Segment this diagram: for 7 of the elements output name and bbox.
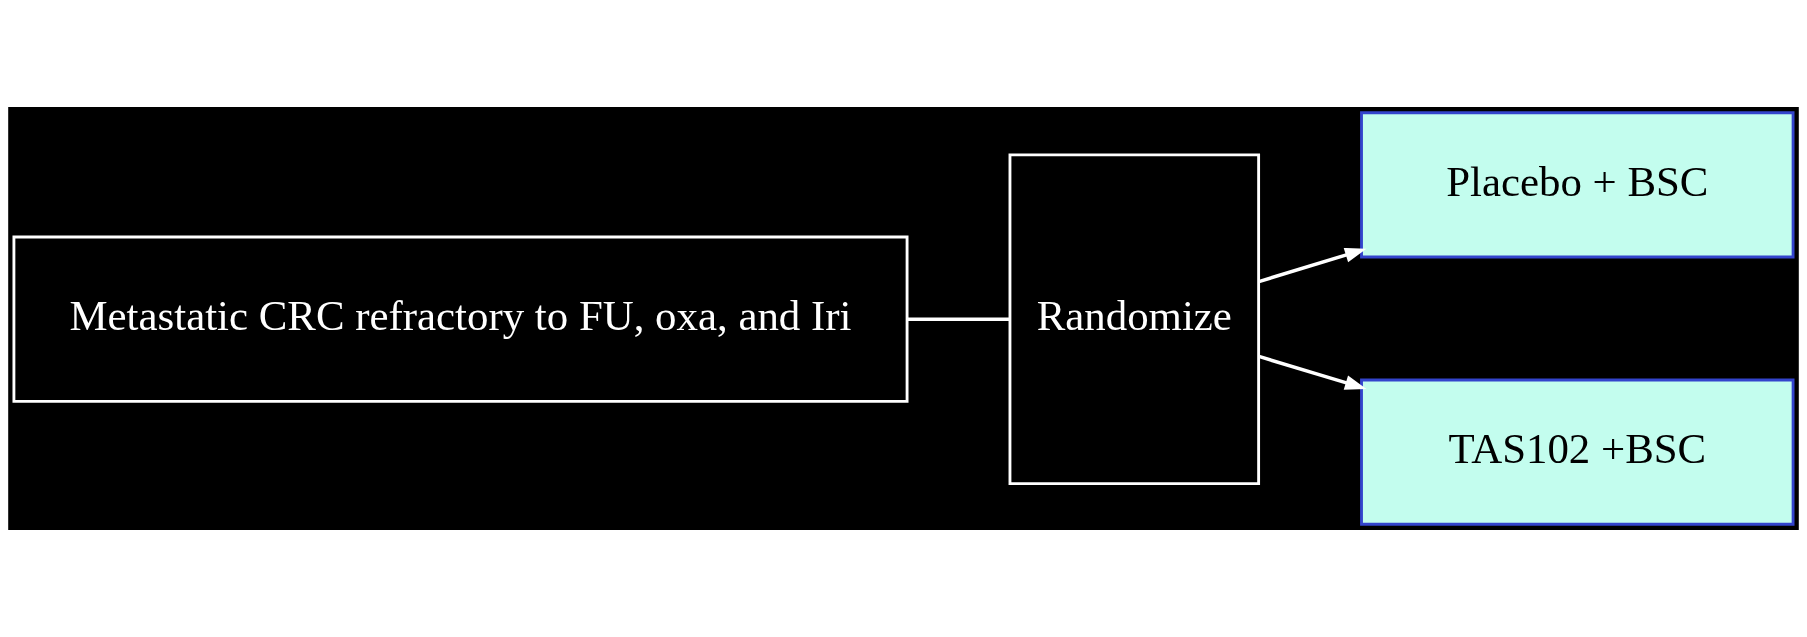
node-box: Metastatic CRC refractory to FU, oxa, and Iri	[12, 235, 909, 403]
node-box: Placebo + BSC	[1360, 111, 1795, 259]
arrow	[1258, 354, 1367, 390]
node-box: Randomize	[1008, 153, 1261, 485]
connector	[907, 317, 1010, 321]
node-box: TAS102 +BSC	[1360, 378, 1795, 526]
arrow	[1258, 247, 1367, 284]
